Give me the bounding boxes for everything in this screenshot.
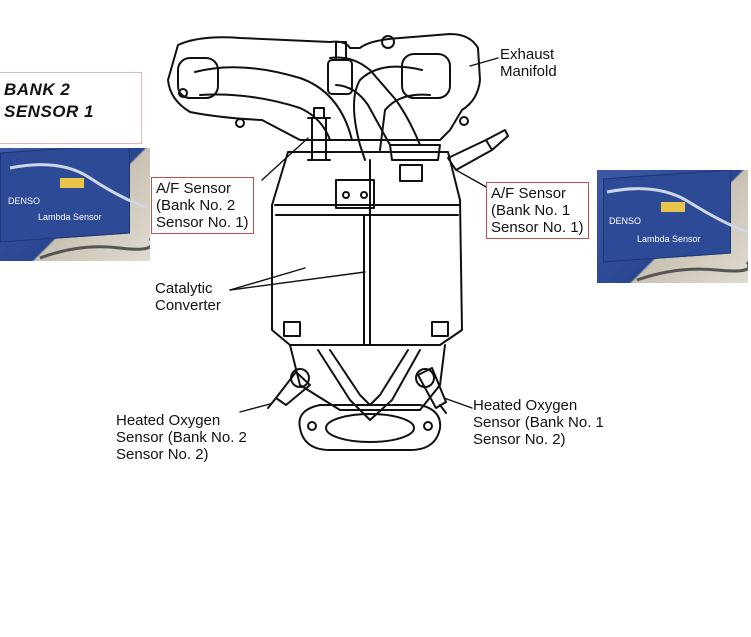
right-sensor-photo: DENSO Lambda Sensor (597, 170, 748, 283)
left-sensor-photo: DENSO Lambda Sensor (0, 148, 150, 261)
manifold-runner (194, 66, 353, 141)
bank-sensor-title: BANK 2 SENSOR 1 (4, 80, 94, 121)
photo-brand-label: DENSO (8, 196, 41, 206)
heated-o2-sensor-bank1 (417, 367, 447, 414)
photo-product-label: Lambda Sensor (38, 212, 102, 222)
converter-shell (271, 151, 463, 346)
sensor-cable-graphic (9, 163, 150, 260)
bank-sensor-title-box: BANK 2 SENSOR 1 (0, 72, 142, 144)
manifold-runner (353, 65, 423, 161)
af-sensor-bank1 (447, 129, 509, 171)
heated-oxygen-bank1-label: Heated Oxygen Sensor (Bank No. 1 Sensor … (473, 397, 604, 448)
heated-o2-sensor-bank2 (267, 371, 311, 409)
photo-brand-label: DENSO (609, 216, 642, 226)
af-sensor-bank2-label: A/F Sensor (Bank No. 2 Sensor No. 1) (151, 177, 254, 234)
af-sensor-bank1-label: A/F Sensor (Bank No. 1 Sensor No. 1) (486, 182, 589, 239)
catalytic-converter-label: Catalytic Converter (155, 280, 221, 314)
sensor-cable-graphic (606, 187, 748, 282)
exhaust-manifold-label: Exhaust Manifold (500, 46, 557, 80)
photo-product-label: Lambda Sensor (637, 234, 701, 244)
af-sensor-bank2 (307, 107, 331, 161)
manifold-flange (167, 33, 481, 141)
outlet-flange (298, 404, 442, 451)
heated-oxygen-bank2-label: Heated Oxygen Sensor (Bank No. 2 Sensor … (116, 412, 247, 463)
